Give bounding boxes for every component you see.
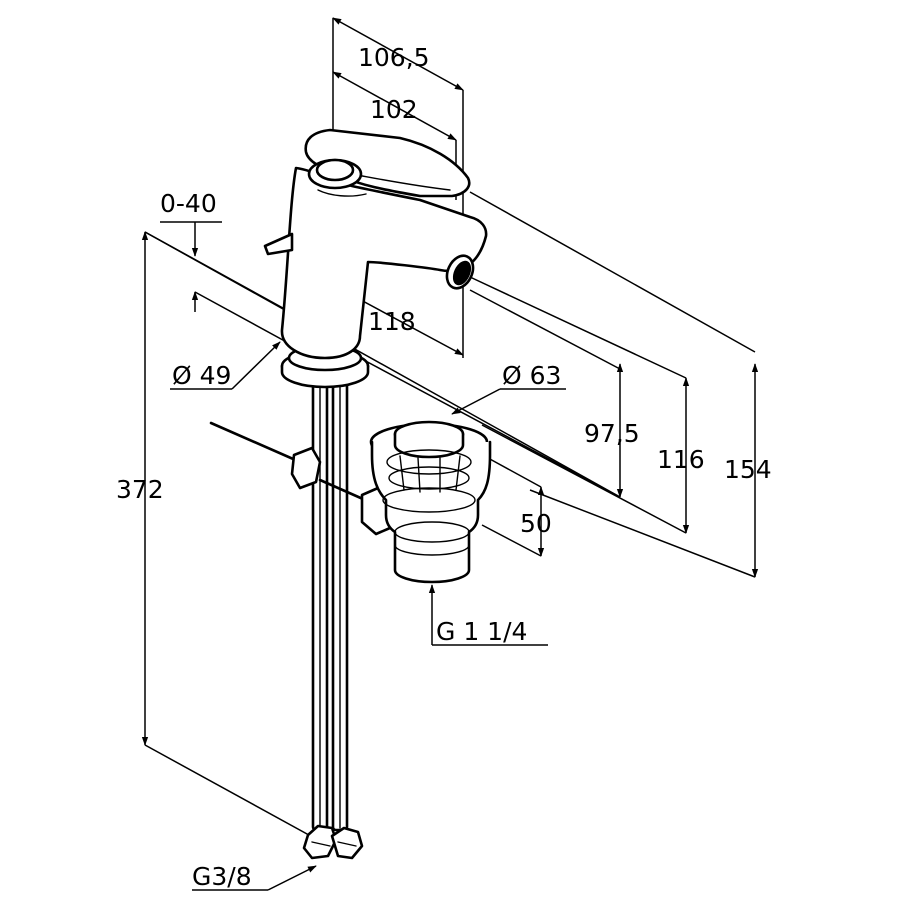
popup-rod (209, 421, 394, 536)
dim-base-diameter: Ø 49 (172, 361, 231, 390)
dim-hose-length: 372 (116, 475, 164, 504)
dimension-labels: 106,5 102 0-40 118 Ø 49 Ø 63 97,5 116 15… (116, 43, 772, 891)
dimension-lines (141, 17, 759, 891)
waste-valve (369, 420, 492, 584)
dim-lever-travel: 0-40 (160, 189, 217, 218)
dim-height-spout: 97,5 (584, 419, 640, 448)
dim-height-body: 116 (657, 445, 705, 474)
mixer-body (263, 128, 488, 389)
dim-hose-thread: G3/8 (192, 862, 252, 891)
dim-spout-reach: 118 (368, 307, 416, 336)
dim-waste-thread: G 1 1/4 (436, 617, 527, 646)
dim-waste-height: 50 (520, 509, 552, 538)
dim-height-total: 154 (724, 455, 772, 484)
dim-waste-diameter: Ø 63 (502, 361, 561, 390)
faucet-drawing (209, 128, 492, 860)
supply-hoses (302, 363, 364, 860)
dim-width-total: 106,5 (358, 43, 430, 72)
dim-width-lever: 102 (370, 95, 418, 124)
